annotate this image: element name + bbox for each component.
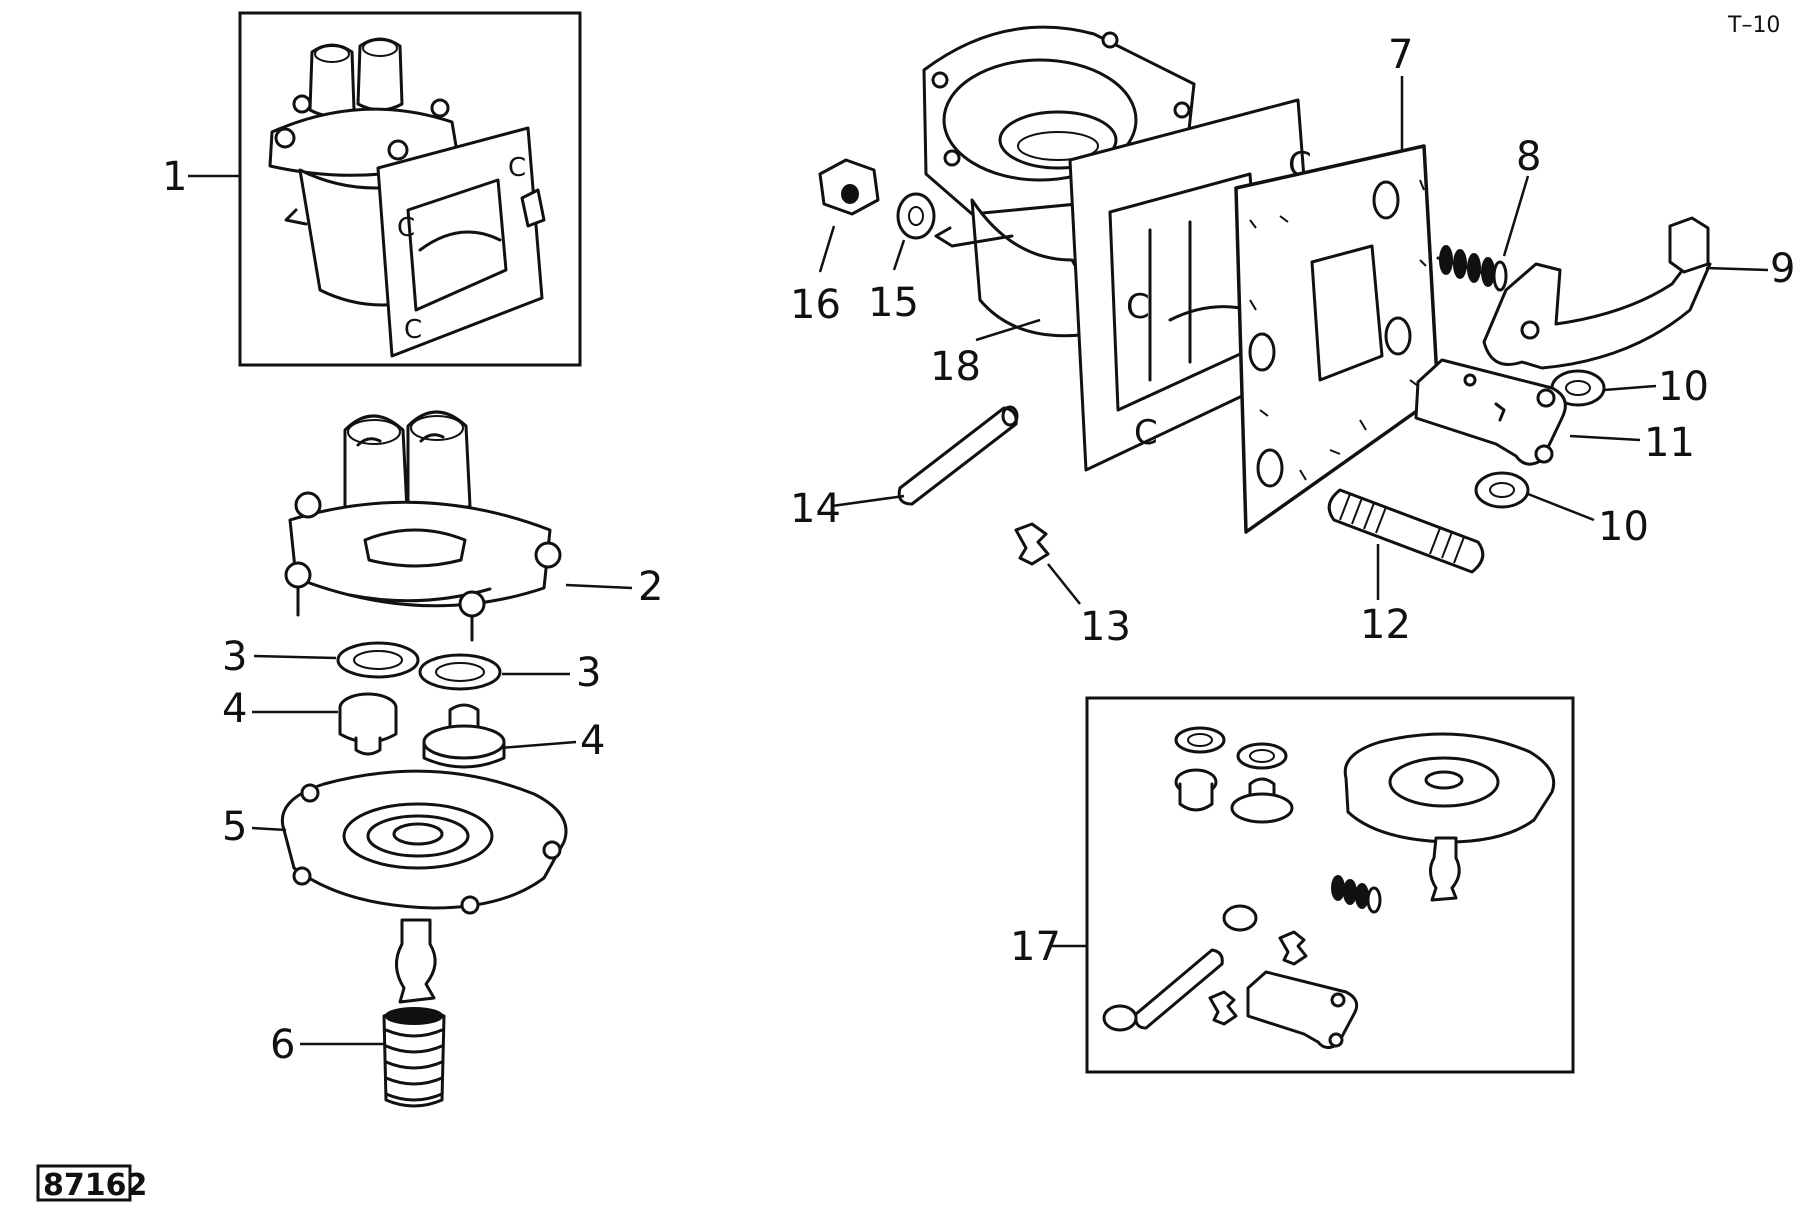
callout-16: 15	[868, 280, 919, 326]
leader-14	[831, 494, 905, 508]
leader-3-left	[253, 654, 337, 660]
callout-8: 8	[1516, 134, 1541, 180]
washer-lower	[1474, 471, 1530, 509]
leader-10-upper	[1603, 384, 1657, 392]
leader-11	[1569, 434, 1641, 442]
callout-2: 2	[638, 564, 663, 610]
callout-9: 9	[1770, 246, 1795, 292]
leader-5	[251, 826, 287, 832]
callout-4-right: 4	[580, 718, 605, 764]
svg-text:C: C	[1126, 287, 1150, 327]
diaphragm-assembly	[281, 769, 568, 1004]
callout-14: 14	[790, 486, 841, 532]
hex-nut	[818, 158, 880, 216]
callout-5: 5	[222, 804, 247, 850]
svg-text:C: C	[1134, 413, 1158, 453]
svg-text:C: C	[404, 315, 422, 345]
callout-12: 12	[1360, 602, 1411, 648]
diaphragm-spring	[382, 1007, 446, 1108]
leader-4-right	[499, 740, 577, 750]
rocker-pin	[897, 405, 1019, 506]
callout-18: 17	[1010, 924, 1061, 970]
leader-15	[975, 318, 1041, 342]
retaining-clip	[1014, 522, 1050, 566]
threaded-stud	[1327, 488, 1485, 574]
leader-17	[818, 225, 836, 273]
callout-4-left: 4	[222, 686, 247, 732]
sheet-id: T–10	[1727, 13, 1780, 38]
rocker-arm-spring	[1436, 245, 1508, 292]
figure-code-badge: 87162	[36, 1164, 147, 1203]
callout-3-left: 3	[222, 634, 247, 680]
figure-code-frame	[36, 1164, 132, 1202]
callout-17: 16	[790, 282, 841, 328]
inset-frame-1	[238, 11, 582, 367]
callout-1: 1	[162, 154, 187, 200]
callout-10-lower: 10	[1598, 504, 1649, 550]
valve-gasket-left	[336, 641, 420, 679]
figure-code: 87162	[43, 1168, 147, 1203]
assembled-pump-illustration: C C C	[268, 37, 546, 358]
leader-9	[1705, 266, 1769, 272]
svg-text:C: C	[508, 153, 526, 183]
leader-16	[892, 239, 906, 271]
callout-15: 18	[930, 344, 981, 390]
callout-11: 11	[1644, 420, 1695, 466]
leader-8	[1502, 175, 1530, 257]
lock-washer	[896, 192, 936, 240]
callout-3-right: 3	[576, 650, 601, 696]
assembled-fuel-pump-inset: C C C 1	[162, 11, 582, 367]
valve-gasket-right	[418, 653, 502, 691]
leader-10-lower	[1527, 492, 1595, 522]
leader-2	[565, 583, 633, 590]
svg-text:C: C	[397, 213, 415, 243]
callout-6: 6	[270, 1022, 295, 1068]
rocker-link	[1414, 358, 1567, 466]
repair-kit-contents	[1102, 726, 1556, 1049]
leader-13	[1047, 563, 1081, 605]
inset-frame-18	[1085, 696, 1575, 1074]
repair-kit-inset: 17	[1010, 696, 1575, 1074]
valve-right	[422, 703, 506, 769]
flange-gasket	[1234, 144, 1440, 534]
callout-13: 13	[1080, 604, 1131, 650]
callout-10-upper: 10	[1658, 364, 1709, 410]
pump-top-cover	[284, 410, 562, 642]
callout-7: 7	[1388, 32, 1413, 78]
valve-left	[338, 692, 398, 756]
rocker-arm	[1482, 216, 1712, 370]
